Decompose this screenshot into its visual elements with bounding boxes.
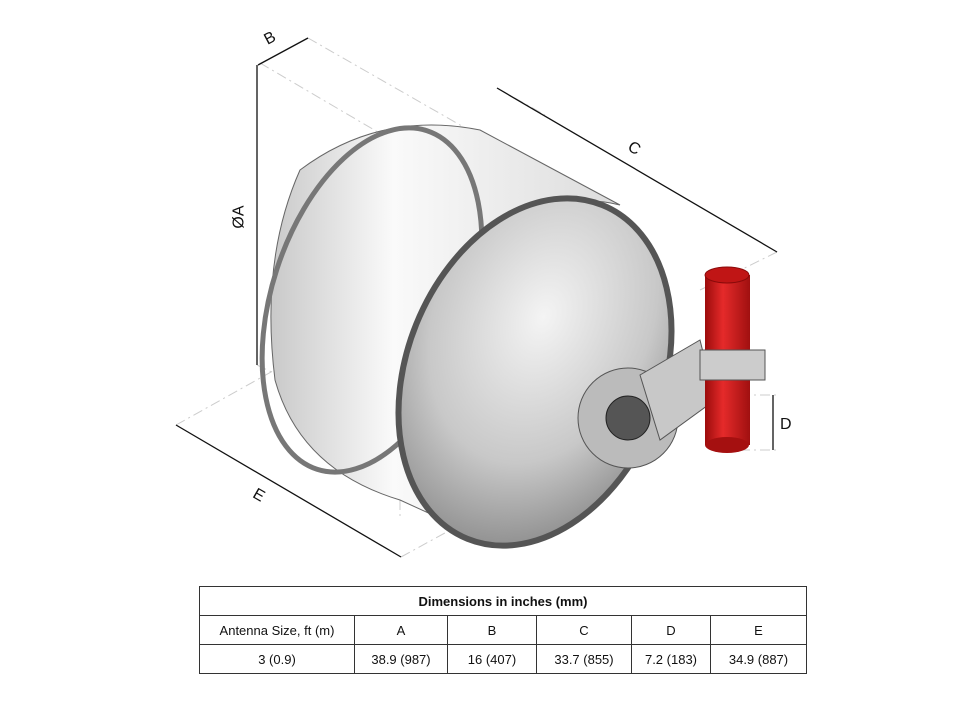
table-title: Dimensions in inches (mm) <box>199 586 807 616</box>
feed-flange <box>605 395 651 441</box>
pipe-clamp <box>699 349 766 381</box>
header-a: A <box>354 615 448 645</box>
dimension-label-d: D <box>780 416 792 433</box>
table-header-row: Antenna Size, ft (m) A B C D E <box>199 615 807 645</box>
cell-b: 16 (407) <box>447 644 537 674</box>
header-antenna-size: Antenna Size, ft (m) <box>199 615 355 645</box>
pipe-bottom <box>705 437 749 453</box>
table-row: 3 (0.9) 38.9 (987) 16 (407) 33.7 (855) 7… <box>199 644 807 674</box>
header-e: E <box>710 615 807 645</box>
cell-size: 3 (0.9) <box>199 644 355 674</box>
dimensions-table: Dimensions in inches (mm) Antenna Size, … <box>199 586 807 674</box>
dimension-lines <box>175 37 778 558</box>
header-b: B <box>447 615 537 645</box>
cell-d: 7.2 (183) <box>631 644 711 674</box>
cell-a: 38.9 (987) <box>354 644 448 674</box>
header-c: C <box>536 615 632 645</box>
header-d: D <box>631 615 711 645</box>
pipe-top <box>704 266 750 284</box>
dimension-label-a: ØA <box>230 205 248 229</box>
cell-c: 33.7 (855) <box>536 644 632 674</box>
cell-e: 34.9 (887) <box>710 644 807 674</box>
